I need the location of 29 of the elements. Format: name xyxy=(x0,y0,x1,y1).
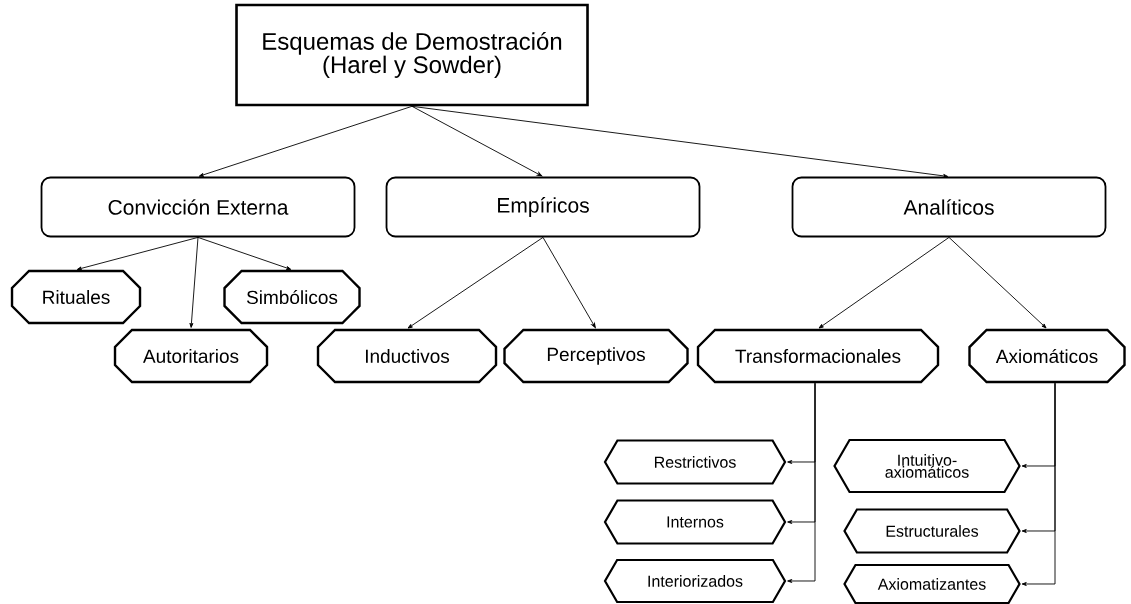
arrow xyxy=(542,236,596,329)
scheme-box: Perceptivos xyxy=(503,328,689,384)
arrow xyxy=(818,236,950,329)
subscheme-hexagon: Internos xyxy=(603,499,787,545)
scheme-box: Rituales xyxy=(10,269,142,325)
arrow xyxy=(189,236,199,328)
category-box: Convicción Externa xyxy=(40,176,356,238)
subscheme-hexagon: Axiomatizantes xyxy=(843,563,1021,604)
scheme-box: Transformacionales xyxy=(696,328,940,384)
scheme-box: Simbólicos xyxy=(223,269,361,325)
scheme-box: Axiomáticos xyxy=(968,328,1126,384)
subscheme-hexagon: Estructurales xyxy=(843,508,1021,554)
arrow xyxy=(1021,382,1056,586)
subscheme-hexagon: Restrictivos xyxy=(603,439,787,485)
category-box: Analíticos xyxy=(791,176,1107,238)
arrow xyxy=(411,105,949,178)
scheme-box: Autoritarios xyxy=(113,328,269,384)
arrow xyxy=(407,236,544,329)
arrow xyxy=(197,236,292,270)
subscheme-hexagon: Interiorizados xyxy=(603,558,787,604)
category-box: Empíricos xyxy=(385,176,701,238)
arrow xyxy=(76,236,199,271)
arrow xyxy=(787,382,816,583)
arrow xyxy=(948,236,1047,329)
scheme-box: Inductivos xyxy=(316,328,498,384)
title-box: Esquemas de Demostración (Harel y Sowder) xyxy=(235,3,589,107)
arrow xyxy=(198,105,413,177)
subscheme-hexagon: Intuitivo- axiomáticos xyxy=(833,438,1021,494)
arrow xyxy=(411,105,543,177)
